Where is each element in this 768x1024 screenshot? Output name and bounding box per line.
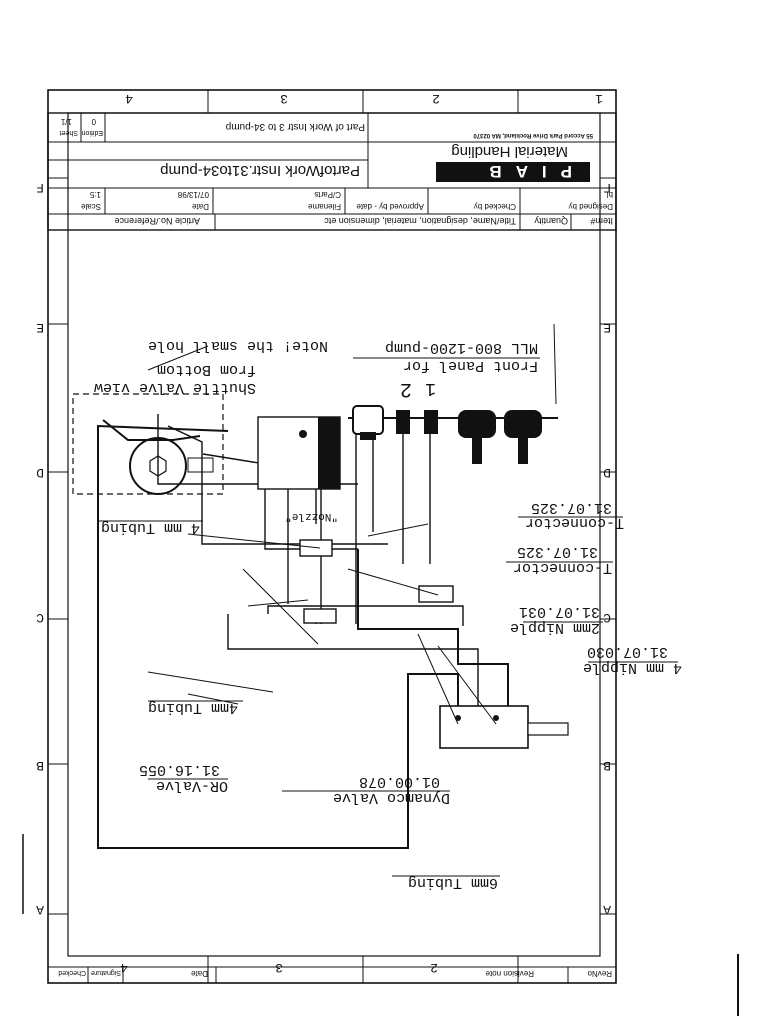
nipple-2mm-part: 31.07.031 (519, 603, 600, 620)
zone-letter: F (36, 180, 44, 195)
revision-note-header: Revision note (485, 969, 534, 978)
edition-label: Edition (81, 129, 103, 136)
drawing-number: PartofWork Instr.31to34-pump (160, 162, 360, 179)
zone-letter: B (603, 758, 611, 773)
or-valve-label: OR-Valve (156, 777, 228, 794)
date-label: Date (192, 202, 209, 211)
nipple-2mm-label: 2mm Nipple (510, 619, 600, 636)
filename-label: Filename (308, 202, 341, 211)
nozzle-label: "Nozzle" (285, 510, 338, 522)
shuttle-view-label: Shuttle Valve view (94, 379, 256, 396)
logo-text: PIAB (475, 162, 572, 181)
company-address: 55 Accord Park Drive Rockland, MA 02370 (473, 132, 593, 138)
zone-letter: C (603, 610, 611, 625)
zone-letter: A (603, 902, 611, 917)
designed-by-value: bl (607, 190, 613, 199)
company-logo: PIAB (436, 162, 590, 182)
quantity-column-header: Quantity (534, 216, 568, 226)
zone-letter: B (36, 758, 44, 773)
fitting-port-1 (424, 410, 438, 434)
gauge-fitting (458, 410, 496, 464)
diagram-labels: Front Panel for MLL 800-1200-pump Note! … (94, 337, 682, 891)
zone-number: 4 (125, 91, 133, 106)
tubing-6mm (97, 424, 459, 849)
zone-letter: C (36, 610, 44, 625)
t-connector-b-label: T-connector (513, 559, 612, 576)
nipple-4mm-label: 4 mm Nipple (583, 659, 682, 676)
zone-letter: D (36, 465, 44, 480)
or-valve-part: 31.16.055 (139, 761, 220, 778)
zone-number: 1 (595, 91, 603, 106)
title-column-header: Title/Name, designation, material, dimen… (324, 216, 516, 226)
sheet-frame (22, 89, 739, 1016)
port-2-label: 2 (400, 377, 412, 400)
t-connector-a-part: 31.07.325 (531, 499, 612, 516)
leader-lines (147, 323, 557, 725)
dynamco-valve (439, 705, 569, 749)
tubing-4mm (357, 549, 509, 748)
zone-letter: A (36, 902, 44, 917)
gauge-fitting (504, 410, 542, 464)
front-panel-model: MLL 800-1200-pump (385, 339, 538, 356)
title-block (47, 112, 617, 231)
front-panel-fittings (348, 405, 558, 464)
fitting-port-2 (396, 410, 410, 434)
drawing-title: Part of Work Instr 3 to 34-pump (225, 121, 365, 132)
nipple-4mm-part: 31.07.030 (587, 643, 668, 660)
sheet-label: Sheet (60, 129, 78, 136)
tubing-4mm-top-label: 4 mm Tubing (101, 519, 200, 536)
zone-letter: E (603, 320, 611, 335)
t-connector-a-label: T-connector (525, 514, 624, 531)
t-connector-b-part: 31.07.325 (517, 543, 598, 560)
shuttle-valve-detail (72, 393, 224, 495)
or-valve-body (303, 608, 337, 624)
dynamco-valve-part: 01.00.078 (359, 773, 440, 790)
item-column-header: Item# (590, 216, 613, 226)
scale-label: Scale (80, 202, 101, 211)
shuttle-from-label: from Bottom (157, 361, 256, 378)
zone-number: 3 (280, 91, 288, 106)
zone-letter: D (603, 465, 611, 480)
pump-body (257, 416, 341, 490)
signature-header: Signature (91, 969, 121, 976)
approved-label: Approved by - date (356, 202, 424, 211)
front-panel-label: Front Panel for (403, 357, 538, 374)
date-value: 07/13/98 (177, 190, 209, 199)
zone-letters-right: F E D C B A (36, 180, 44, 917)
revno-header: RevNo (587, 969, 612, 978)
dynamco-valve-label: Dynamco Valve (333, 789, 450, 806)
company-name: Material Handling (451, 143, 568, 160)
silencer-nozzle (352, 405, 384, 435)
zone-letter: E (36, 320, 44, 335)
rev-date-header: Date (191, 969, 208, 978)
filename-value: C/Parts (314, 190, 341, 199)
article-column-header: Article No./Reference (114, 216, 200, 226)
designed-by-label: Designed by (569, 202, 613, 211)
port-1-label: 1 (425, 378, 436, 398)
tubing-4mm-label: 4mm Tubing (148, 699, 238, 716)
checked-by-label: Checked by (474, 202, 516, 211)
note-label: Note! the small hole (148, 337, 328, 354)
scale-value: 1:5 (89, 190, 101, 199)
checked-header: Checked (58, 969, 86, 976)
title-block-text: Item# Quantity Title/Name, designation, … (60, 117, 613, 226)
tubing-6mm-label: 6mm Tubing (408, 874, 498, 891)
zone-letters-left: F E D C B A (603, 180, 611, 917)
revision-block: RevNo Revision note Date Signature Check… (47, 966, 617, 984)
zone-number: 2 (432, 91, 440, 106)
edition-value: 0 (91, 117, 96, 126)
zone-ticks (48, 90, 616, 983)
label-underlines (98, 357, 678, 877)
sheet-value: 1/1 (60, 117, 72, 126)
